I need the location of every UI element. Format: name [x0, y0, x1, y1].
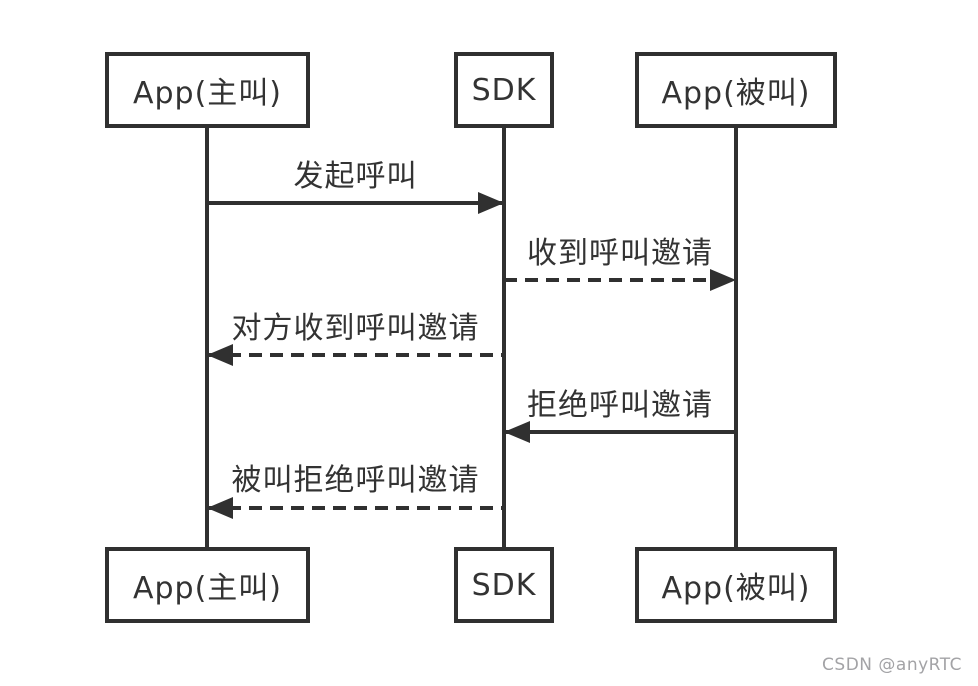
- watermark: CSDN @anyRTC: [822, 655, 962, 675]
- message-label-received-invite: 收到呼叫邀请: [527, 236, 713, 271]
- arrow-left-icon: [504, 421, 530, 443]
- actor-label-sdk: SDK: [471, 72, 537, 108]
- message-line-reject-invite: [504, 430, 736, 434]
- message-label-peer-received-invite: 对方收到呼叫邀请: [231, 311, 480, 346]
- lifeline-caller: [205, 126, 209, 549]
- message-line-initiate-call: [207, 201, 504, 205]
- actor-label-callee: App(被叫): [661, 76, 811, 111]
- message-line-callee-rejected-invite: [207, 506, 504, 510]
- actor-label-sdk: SDK: [471, 567, 537, 603]
- actor-box-callee-top: App(被叫): [635, 52, 837, 128]
- message-label-initiate-call: 发起呼叫: [293, 159, 418, 194]
- arrow-right-icon: [710, 269, 736, 291]
- actor-box-caller-bottom: App(主叫): [105, 547, 310, 623]
- actor-label-callee: App(被叫): [661, 571, 811, 606]
- actor-label-caller: App(主叫): [132, 571, 283, 606]
- arrow-left-icon: [207, 497, 233, 519]
- message-line-received-invite: [504, 278, 736, 282]
- lifeline-sdk: [502, 126, 506, 549]
- actor-label-caller: App(主叫): [132, 76, 283, 111]
- arrow-right-icon: [478, 192, 504, 214]
- message-label-reject-invite: 拒绝呼叫邀请: [527, 388, 713, 423]
- lifeline-callee: [734, 126, 738, 549]
- actor-box-caller-top: App(主叫): [105, 52, 310, 128]
- actor-box-sdk-top: SDK: [454, 52, 554, 128]
- actor-box-callee-bottom: App(被叫): [635, 547, 837, 623]
- message-label-callee-rejected-invite: 被叫拒绝呼叫邀请: [231, 463, 480, 498]
- actor-box-sdk-bottom: SDK: [454, 547, 554, 623]
- message-line-peer-received-invite: [207, 353, 504, 357]
- arrow-left-icon: [207, 344, 233, 366]
